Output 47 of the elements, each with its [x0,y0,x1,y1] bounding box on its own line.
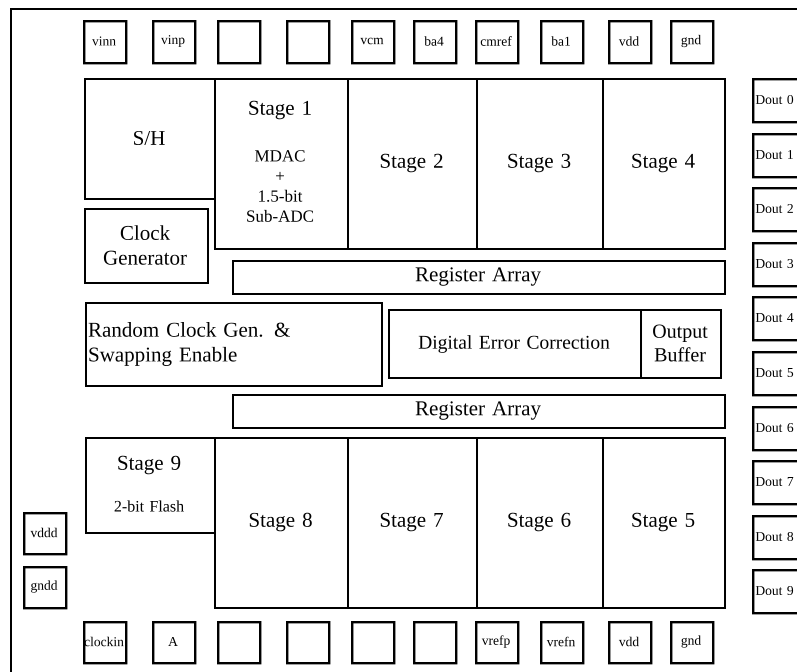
io-pad: vrefp [475,621,520,664]
io-pad: Dout 4 [752,296,797,342]
io-pad: vdd [608,621,652,664]
circuit-block: Stage 8 [214,437,349,609]
circuit-block: Register Array [232,260,726,295]
io-pad: Dout 7 [752,460,797,506]
io-pad: vrefn [540,621,584,664]
io-pad: vinn [83,20,128,64]
circuit-block: Stage 7 [347,437,478,609]
io-pad: vcm [351,20,396,64]
io-pad: gnd [670,20,714,64]
io-pad: Dout 8 [752,515,797,560]
circuit-block: Stage 9 2-bit Flash [85,437,216,534]
io-pad [286,20,330,64]
io-pad: Dout 1 [752,133,797,178]
circuit-block: Clock Generator [84,208,209,284]
circuit-block: Stage 1 MDAC + 1.5-bit Sub-ADC [214,78,349,250]
circuit-block: Register Array [232,394,726,429]
circuit-block: S/H [84,78,216,200]
io-pad: Dout 2 [752,187,797,232]
io-pad: gnd [670,621,714,664]
io-pad: vdd [608,20,652,64]
io-pad: Dout 5 [752,351,797,396]
circuit-block: Stage 4 [602,78,726,250]
io-pad [351,621,396,664]
io-pad: ba1 [540,20,584,64]
io-pad: ba4 [413,20,458,64]
circuit-block: Stage 3 [476,78,604,250]
io-pad: cmref [475,20,520,64]
io-pad: vinp [152,20,196,64]
io-pad: vddd [23,512,68,556]
io-pad: gndd [23,566,68,610]
io-pad [286,621,330,664]
io-pad: Dout 3 [752,242,797,288]
io-pad [217,621,262,664]
io-pad [413,621,458,664]
io-pad: Dout 0 [752,78,797,124]
circuit-block: Output Buffer [640,309,722,379]
circuit-block: Random Clock Gen. & Swapping Enable [85,302,383,387]
circuit-block: Stage 5 [602,437,726,609]
circuit-block: Stage 2 [347,78,478,250]
io-pad [217,20,262,64]
io-pad: A [152,621,196,664]
circuit-block: Digital Error Correction [388,309,642,379]
io-pad: Dout 9 [752,569,797,614]
io-pad: Dout 6 [752,406,797,452]
circuit-block: Stage 6 [476,437,604,609]
